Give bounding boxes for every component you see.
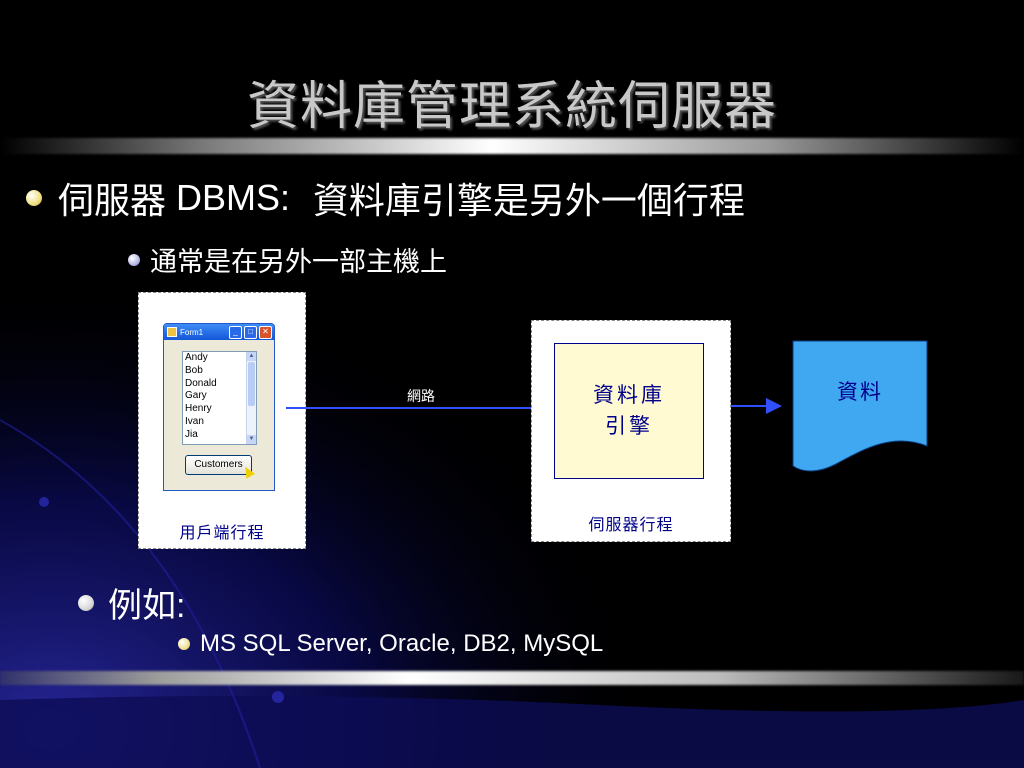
bullet-dot-icon [26, 190, 42, 206]
bullet-text-cjk-a: 伺服器 [58, 181, 167, 222]
bullet-other-host: 通常是在另外一部主機上 [128, 240, 447, 279]
bullet-text: 例如: [108, 587, 186, 625]
data-label: 資料 [837, 380, 883, 404]
maximize-icon: □ [244, 325, 257, 339]
list-item: Henry [185, 403, 212, 415]
list-item: Jia [185, 428, 198, 440]
scroll-up-icon: ▲ [247, 352, 256, 361]
listbox-scrollbar: ▲ ▼ [246, 352, 256, 444]
list-item: Donald [185, 377, 217, 389]
scroll-thumb [248, 362, 255, 406]
server-process-box: 資料庫 引擎 伺服器行程 [531, 320, 731, 542]
bullet-dot-icon [178, 638, 190, 650]
window-app-icon [167, 327, 177, 337]
footer-divider [0, 671, 1024, 685]
engine-label-line1: 資料庫 [593, 383, 665, 407]
close-icon: ✕ [259, 325, 272, 339]
window-title: Form1 [180, 327, 204, 337]
data-document-icon [792, 340, 928, 472]
window-titlebar: Form1 _ □ ✕ [164, 324, 274, 340]
list-item: Bob [185, 364, 203, 376]
slide-title: 資料庫管理系統伺服器 [246, 77, 777, 137]
bullet-examples: 例如: [78, 578, 185, 627]
client-process-label: 用戶端行程 [179, 523, 265, 542]
scroll-down-icon: ▼ [247, 435, 256, 444]
customer-listbox: Andy Bob Donald Gary Henry Ivan Jia ▲ ▼ [182, 351, 257, 445]
engine-label-line2: 引擎 [605, 414, 653, 438]
customers-button: Customers [185, 455, 252, 475]
bullet-server-dbms: 伺服器 DBMS: 資料庫引擎是另外一個行程 [26, 172, 745, 224]
client-process-box: Form1 _ □ ✕ Andy Bob Donald Gary Henry I… [138, 292, 306, 549]
bullet-dot-icon [128, 253, 140, 266]
server-process-label: 伺服器行程 [588, 515, 674, 534]
list-item: Gary [185, 390, 207, 402]
bullet-text: MS SQL Server, Oracle, DB2, MySQL [200, 630, 604, 657]
form-window: Form1 _ □ ✕ Andy Bob Donald Gary Henry I… [163, 323, 275, 491]
database-engine-box: 資料庫 引擎 [554, 343, 704, 479]
bullet-text: 通常是在另外一部主機上 [150, 247, 447, 277]
bullet-products: MS SQL Server, Oracle, DB2, MySQL [178, 630, 603, 658]
bullet-text-latin: DBMS: [166, 177, 291, 218]
network-label: 網路 [407, 389, 435, 405]
title-divider [0, 138, 1024, 154]
minimize-icon: _ [229, 325, 242, 339]
list-item: Ivan [185, 415, 204, 427]
bullet-text-cjk-b: 資料庫引擎是另外一個行程 [290, 181, 745, 222]
bullet-dot-icon [78, 594, 94, 611]
list-item: Andy [185, 352, 208, 363]
